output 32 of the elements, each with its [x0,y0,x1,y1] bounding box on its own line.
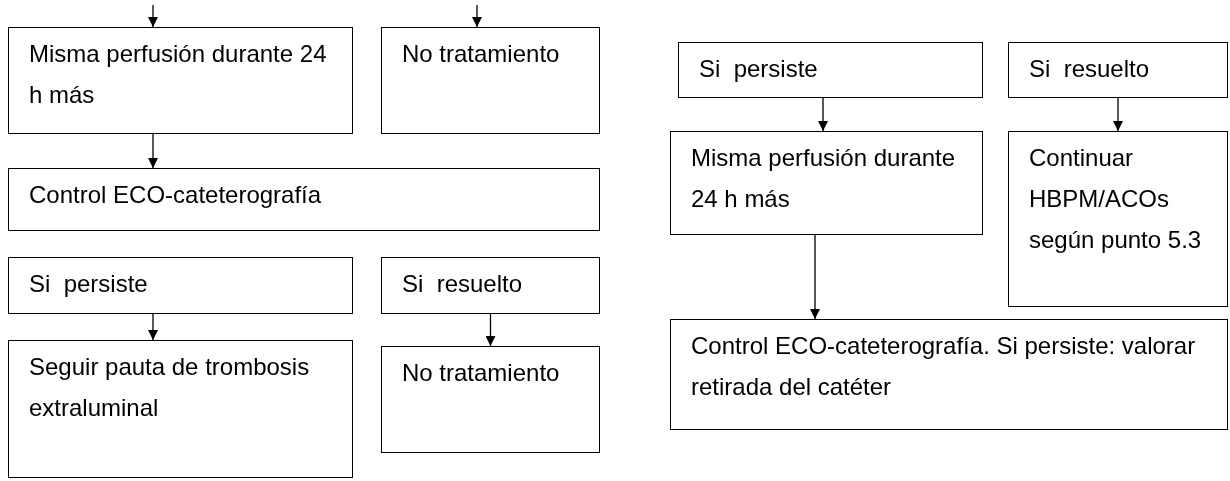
arrow [148,133,158,169]
process-box [670,131,983,235]
process-box [1008,131,1228,307]
process-box [381,27,600,134]
process-box [8,27,353,134]
box-text: Control ECO-cateterografía. Si persiste: valorar retirada del catéter [691,331,1197,402]
box-text: Misma perfusión durante 24 h más [691,143,957,214]
process-box [1008,42,1228,98]
process-box [8,257,353,314]
arrow [472,4,482,28]
box-text: Control ECO-cateterografía [29,180,322,210]
process-box [678,42,983,98]
arrow [818,97,828,132]
box-text: Si resuelto [1029,54,1150,84]
box-text: Misma perfusión durante 24 h más [29,39,328,110]
arrow [485,313,496,347]
arrow [810,234,820,320]
box-text: Continuar HBPM/ACOs según punto 5.3 [1029,143,1203,255]
process-box [8,168,600,231]
box-text: No tratamiento [402,39,560,69]
box-text: No tratamiento [402,358,560,388]
process-box [381,257,600,314]
box-text: Si persiste [699,54,818,84]
arrow [1113,97,1123,132]
box-text: Si persiste [29,269,148,299]
process-box [381,346,600,453]
process-box [8,340,353,478]
box-text: Si resuelto [402,269,523,299]
box-text: Seguir pauta de trombosis extraluminal [29,352,311,423]
arrow [148,313,158,341]
arrow [148,4,158,28]
process-box [670,319,1228,430]
